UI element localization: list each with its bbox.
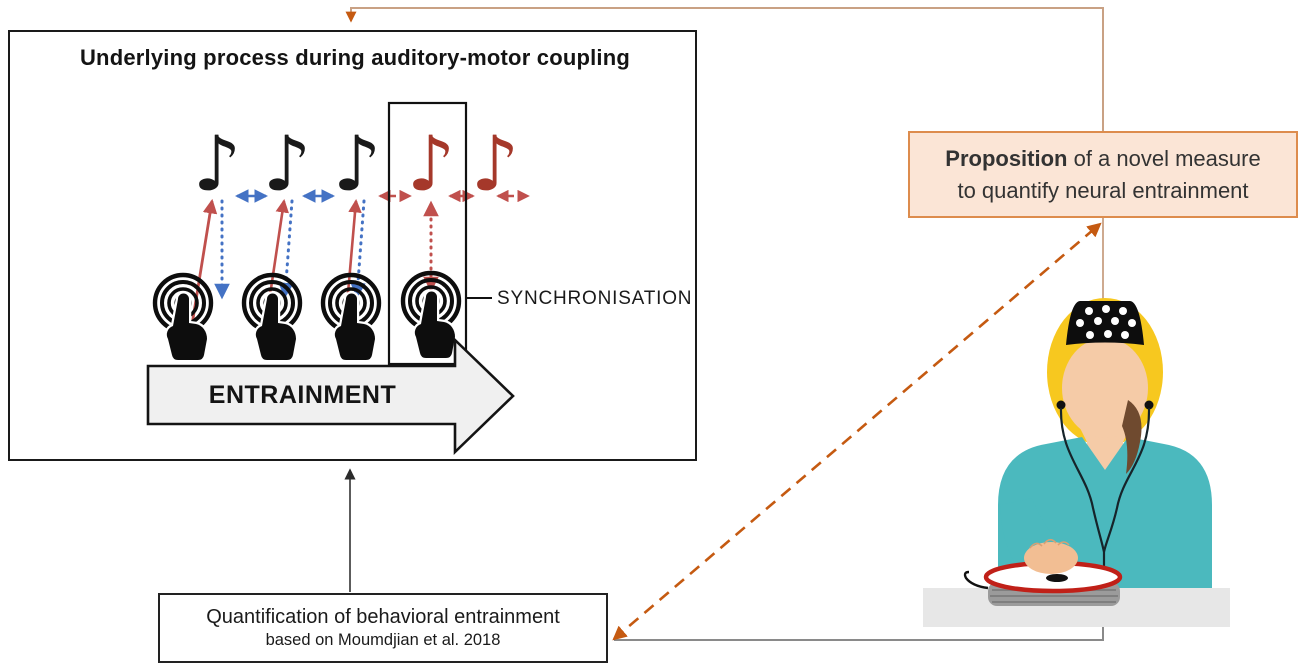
eighth-note-icon: ♪ bbox=[333, 119, 382, 208]
dashed-arrow-quantification-proposition bbox=[612, 222, 1102, 641]
participant-illustration bbox=[923, 298, 1230, 627]
quantification-box: Quantification of behavioral entrainment… bbox=[158, 593, 608, 663]
synchronisation-label: SYNCHRONISATION bbox=[497, 288, 693, 309]
eeg-electrode-dots bbox=[1076, 305, 1136, 339]
connector-participant-to-quantification bbox=[614, 627, 1104, 641]
entrainment-arrow bbox=[146, 336, 515, 456]
entrainment-label: ENTRAINMENT bbox=[208, 381, 397, 409]
proposition-bold: Proposition bbox=[945, 146, 1068, 172]
proposition-line1: Proposition of a novel measure bbox=[945, 143, 1260, 174]
drum-sensor bbox=[1046, 574, 1068, 582]
earbud-right bbox=[1144, 400, 1154, 410]
proposition-box: Proposition of a novel measure to quanti… bbox=[908, 131, 1298, 218]
quantification-line2: based on Moumdjian et al. 2018 bbox=[265, 631, 501, 649]
blue-note-to-tap-arrow bbox=[350, 199, 366, 299]
process-title: Underlying process during auditory-motor… bbox=[79, 45, 631, 70]
proposition-rest: of a novel measure bbox=[1067, 146, 1261, 172]
earbud-left bbox=[1056, 400, 1066, 410]
proposition-line2: to quantify neural entrainment bbox=[957, 177, 1249, 203]
quantification-line1: Quantification of behavioral entrainment bbox=[206, 606, 560, 628]
eighth-note-icon: ♪ bbox=[407, 119, 456, 208]
tapping-hand bbox=[1024, 538, 1078, 574]
drum-cable bbox=[963, 570, 989, 590]
connector-proposition-to-process bbox=[345, 7, 1104, 131]
eighth-note-icon: ♪ bbox=[193, 119, 242, 208]
hair-strand bbox=[1122, 400, 1142, 474]
synchronisation-rect bbox=[387, 101, 468, 366]
